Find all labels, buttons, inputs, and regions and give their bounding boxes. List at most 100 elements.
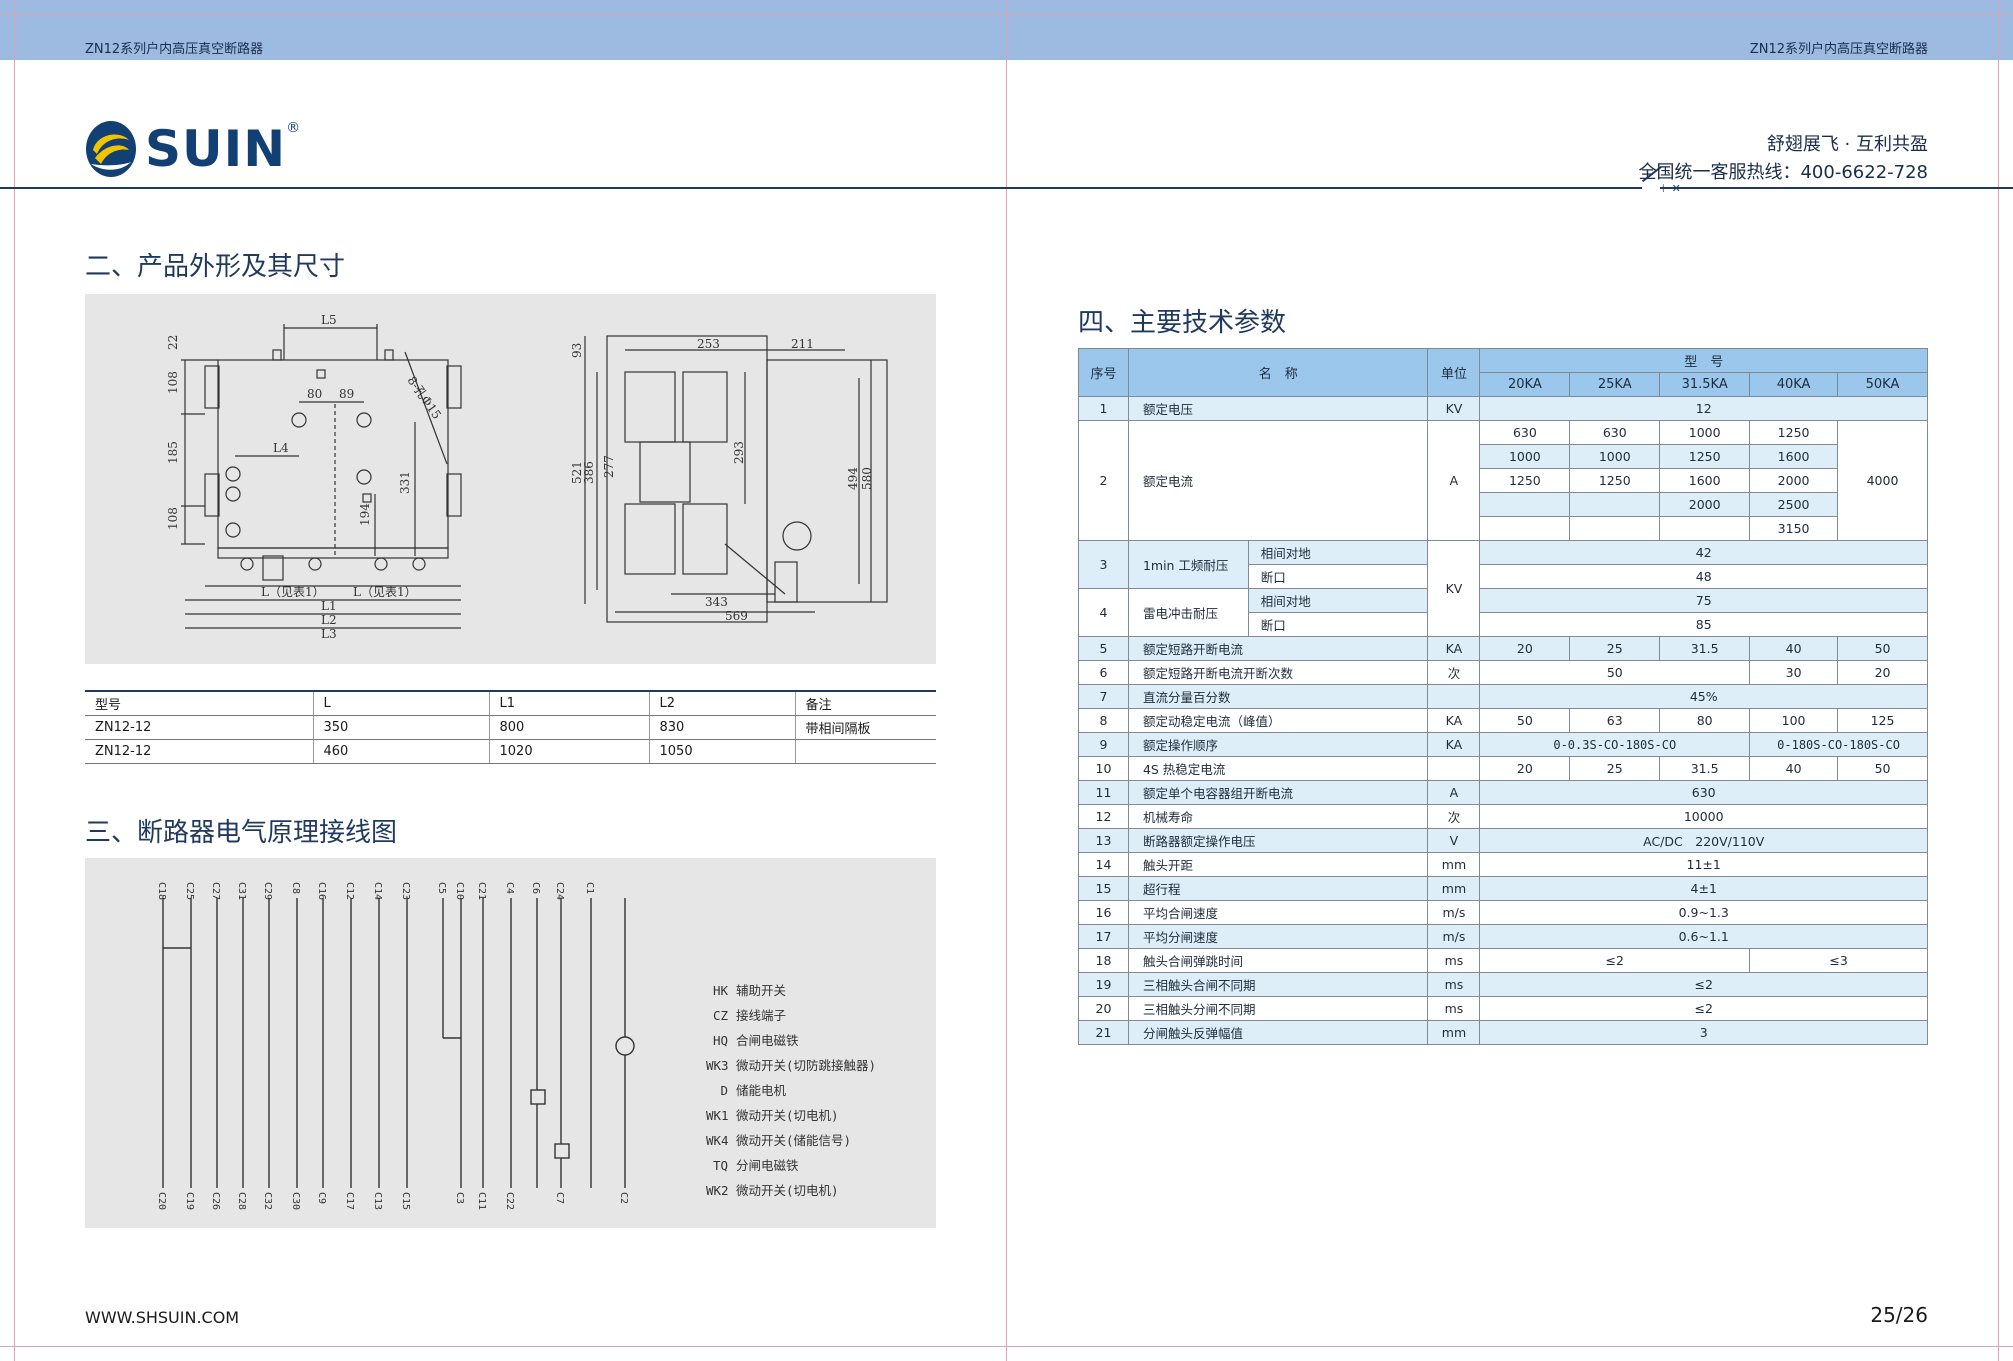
spec-model-col: 40KA — [1749, 372, 1839, 397]
spec-row: 1000 1000 1250 1600 — [1079, 444, 1928, 469]
spec-no: 4 — [1078, 588, 1129, 637]
spec-value: 75 — [1479, 588, 1928, 613]
spec-value: 20 — [1479, 636, 1571, 661]
dim-label: 108 — [166, 371, 180, 394]
dim-label: L2 — [321, 613, 337, 627]
table-header-cell: 备注 — [794, 690, 936, 716]
spec-no: 13 — [1078, 828, 1129, 853]
legend-code: D — [720, 1083, 728, 1098]
dim-label: 386 — [582, 461, 596, 484]
spec-name: 分闸触头反弹幅值 — [1127, 1020, 1429, 1045]
spec-row: 13 断路器额定操作电压 V AC/DC 220V/110V — [1078, 828, 1928, 853]
spec-header-name: 名 称 — [1127, 348, 1429, 397]
spec-value: 80 — [1659, 708, 1751, 733]
spec-row: 5 额定短路开断电流 KA 20 25 31.5 40 50 — [1078, 636, 1928, 661]
terminal-label: C6 — [530, 882, 541, 894]
spec-name: 直流分量百分数 — [1127, 684, 1429, 709]
dim-label: 80 — [307, 387, 322, 401]
terminal-label: C20 — [156, 1192, 167, 1210]
spec-value: 1000 — [1479, 444, 1571, 469]
spec-value: 45% — [1479, 684, 1928, 709]
spec-unit: KA — [1427, 732, 1481, 757]
terminal-label: C22 — [504, 1192, 515, 1210]
website-link[interactable]: WWW.SHSUIN.COM — [85, 1308, 240, 1327]
terminal-label: C28 — [236, 1192, 247, 1210]
table-header-cell: L2 — [648, 690, 795, 716]
table-cell — [794, 739, 936, 764]
spec-value: 0.9~1.3 — [1479, 900, 1928, 925]
spec-row: 1 额定电压 KV 12 — [1078, 396, 1928, 421]
spec-row: 9 额定操作顺序 KA 0-0.3S-CO-180S-CO 0-180S-CO-… — [1078, 732, 1928, 757]
spec-value: 630 — [1569, 420, 1661, 445]
guide-line — [1998, 0, 1999, 1361]
spec-unit: KA — [1427, 708, 1481, 733]
spec-unit — [1427, 756, 1481, 781]
spec-no: 14 — [1078, 852, 1129, 877]
spec-no: 7 — [1078, 684, 1129, 709]
spec-row: 2000 2500 — [1079, 492, 1928, 517]
spec-unit: 次 — [1427, 660, 1481, 685]
dim-label: 580 — [860, 467, 874, 490]
legend-text: 微动开关(储能信号) — [736, 1133, 852, 1148]
spec-value: 50 — [1479, 660, 1751, 685]
terminal-label: C14 — [372, 882, 383, 900]
dimension-drawing: L5 22 108 185 108 80 89 L4 331 194 8-孔Φ1… — [166, 313, 888, 641]
spec-no: 20 — [1078, 996, 1129, 1021]
dim-label: 569 — [725, 609, 748, 623]
spec-name: 额定短路开断电流开断次数 — [1127, 660, 1429, 685]
spec-value: 31.5 — [1659, 636, 1751, 661]
spec-value-empty — [1479, 516, 1571, 541]
spec-no: 21 — [1078, 1020, 1129, 1045]
spec-row: 1250 1250 1600 2000 — [1079, 468, 1928, 493]
table-header-row: 型号 L L1 L2 备注 — [85, 690, 936, 716]
spec-value: 50 — [1479, 708, 1571, 733]
terminal-label: C30 — [290, 1192, 301, 1210]
spec-row: 14 触头开距 mm 11±1 — [1078, 852, 1928, 877]
legend-code: WK3 — [706, 1058, 729, 1073]
spec-unit: 次 — [1427, 804, 1481, 829]
spec-row: 6 额定短路开断电流开断次数 次 50 30 20 — [1078, 660, 1928, 685]
wiring-diagram: C18 C25 C27 C31 C29 C8 C16 C12 C14 C23 C… — [156, 882, 635, 1210]
spec-no: 12 — [1078, 804, 1129, 829]
spec-unit: m/s — [1427, 924, 1481, 949]
spec-value: 63 — [1569, 708, 1661, 733]
terminal-label: C27 — [210, 882, 221, 900]
header-left-title: ZN12系列户内高压真空断路器 — [85, 42, 264, 57]
table-header-cell: 型号 — [85, 690, 313, 716]
dim-label: L（见表1） — [261, 585, 325, 599]
spec-row: 21 分闸触头反弹幅值 mm 3 — [1078, 1020, 1928, 1045]
spec-name: 额定电压 — [1127, 396, 1429, 421]
spec-value: 50 — [1837, 636, 1928, 661]
spec-unit: mm — [1427, 852, 1481, 877]
spec-value: 30 — [1749, 660, 1839, 685]
slogan: 舒翅展飞 · 互利共盈 — [1766, 134, 1928, 155]
spec-header-no: 序号 — [1078, 348, 1129, 397]
spec-name: 额定操作顺序 — [1127, 732, 1429, 757]
table-cell: 1050 — [648, 739, 795, 764]
table-header-cell: L — [312, 690, 489, 716]
spec-unit: KV — [1427, 540, 1481, 637]
hotline: 全国统一客服热线：400-6622-728 — [1638, 162, 1928, 183]
spec-value: 10000 — [1479, 804, 1928, 829]
section-title-params: 四、主要技术参数 — [1078, 308, 1287, 338]
dim-label: 211 — [791, 337, 814, 351]
legend-code: TQ — [712, 1158, 728, 1173]
spec-name: 额定短路开断电流 — [1127, 636, 1429, 661]
spec-row: 断口 85 — [1079, 612, 1928, 637]
legend-code: WK4 — [706, 1133, 729, 1148]
spec-value: 40 — [1749, 636, 1839, 661]
spec-header-row: 序号 名 称 单位 型 号 — [1078, 348, 1928, 397]
table-cell: 350 — [312, 715, 489, 740]
spec-value: 0-180S-CO-180S-CO — [1749, 732, 1928, 757]
dim-label: 22 — [166, 335, 180, 350]
spec-value: ≤3 — [1749, 948, 1928, 973]
spec-no: 6 — [1078, 660, 1129, 685]
spec-name: 机械寿命 — [1127, 804, 1429, 829]
spec-no: 9 — [1078, 732, 1129, 757]
spec-name: 额定电流 — [1127, 420, 1429, 541]
terminal-label: C12 — [344, 882, 355, 900]
spec-unit: KA — [1427, 636, 1481, 661]
